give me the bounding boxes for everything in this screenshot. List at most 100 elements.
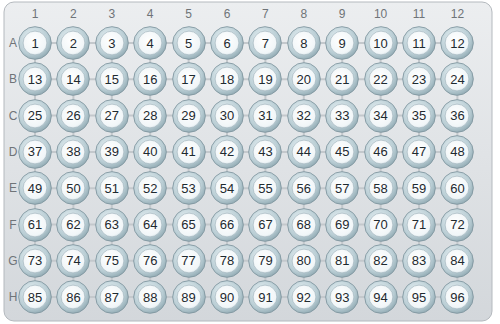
well-ring: [211, 136, 244, 169]
well-number: 53: [172, 171, 206, 205]
well-number: 95: [402, 280, 436, 314]
well-number: 4: [133, 26, 167, 60]
well-ring: [403, 63, 436, 96]
well-circle: 86: [56, 280, 90, 314]
well-number: 13: [18, 62, 52, 96]
well-ring: [249, 99, 282, 132]
well-circle: 57: [325, 171, 359, 205]
row-letter: D: [9, 145, 18, 159]
well-ring: [249, 244, 282, 277]
well-ring: [249, 63, 282, 96]
well-ring: [172, 136, 205, 169]
well-number: 9: [325, 26, 359, 60]
well-circle: 42: [210, 135, 244, 169]
well-number: 59: [402, 171, 436, 205]
well-ring: [364, 27, 397, 60]
well-ring: [441, 136, 474, 169]
well-circle: 52: [133, 171, 167, 205]
well-number: 82: [364, 244, 398, 278]
well-circle: 56: [287, 171, 321, 205]
row-letter: C: [9, 109, 18, 123]
well-number: 18: [210, 62, 244, 96]
well-circle: 78: [210, 244, 244, 278]
well-number: 74: [56, 244, 90, 278]
well-ring: [172, 172, 205, 205]
well-ring: [95, 281, 128, 314]
well-number: 27: [95, 99, 129, 133]
well-ring: [364, 172, 397, 205]
row-letter: E: [9, 181, 17, 195]
well-number: 10: [364, 26, 398, 60]
well-number: 79: [248, 244, 282, 278]
well-circle: 14: [56, 62, 90, 96]
well-number: 3: [95, 26, 129, 60]
well-ring: [134, 99, 167, 132]
well-circle: 65: [172, 208, 206, 242]
well-circle: 55: [248, 171, 282, 205]
well-number: 29: [172, 99, 206, 133]
well-ring: [134, 136, 167, 169]
well-number: 41: [172, 135, 206, 169]
well-circle: 13: [18, 62, 52, 96]
well-circle: 96: [440, 280, 474, 314]
well-ring: [249, 172, 282, 205]
row-letter: G: [8, 254, 17, 268]
well-circle: 16: [133, 62, 167, 96]
well-number: 45: [325, 135, 359, 169]
well-number: 7: [248, 26, 282, 60]
well-circle: 34: [364, 99, 398, 133]
well-ring: [287, 99, 320, 132]
well-ring: [326, 27, 359, 60]
row-letter: H: [9, 290, 18, 304]
well-ring: [211, 172, 244, 205]
well-circle: 76: [133, 244, 167, 278]
row-letter: A: [9, 36, 17, 50]
well-ring: [57, 281, 90, 314]
well-ring: [403, 136, 436, 169]
well-circle: 32: [287, 99, 321, 133]
well-ring: [211, 208, 244, 241]
well-ring: [57, 136, 90, 169]
well-number: 34: [364, 99, 398, 133]
well-circle: 62: [56, 208, 90, 242]
well-circle: 4: [133, 26, 167, 60]
well-circle: 67: [248, 208, 282, 242]
well-number: 64: [133, 208, 167, 242]
well-number: 81: [325, 244, 359, 278]
well-number: 38: [56, 135, 90, 169]
well-number: 73: [18, 244, 52, 278]
column-number: 6: [224, 7, 231, 21]
well-ring: [172, 244, 205, 277]
column-number: 8: [300, 7, 307, 21]
well-circle: 88: [133, 280, 167, 314]
well-circle: 82: [364, 244, 398, 278]
column-number: 11: [413, 7, 425, 21]
well-circle: 2: [56, 26, 90, 60]
well-circle: 3: [95, 26, 129, 60]
well-ring: [326, 244, 359, 277]
well-ring: [134, 281, 167, 314]
well-circle: 92: [287, 280, 321, 314]
well-circle: 66: [210, 208, 244, 242]
well-number: 14: [56, 62, 90, 96]
well-circle: 46: [364, 135, 398, 169]
well-number: 78: [210, 244, 244, 278]
well-circle: 8: [287, 26, 321, 60]
well-number: 57: [325, 171, 359, 205]
well-number: 68: [287, 208, 321, 242]
well-number: 43: [248, 135, 282, 169]
well-circle: 47: [402, 135, 436, 169]
well-circle: 79: [248, 244, 282, 278]
well-number: 22: [364, 62, 398, 96]
well-number: 67: [248, 208, 282, 242]
well-ring: [134, 208, 167, 241]
well-ring: [287, 281, 320, 314]
well-circle: 83: [402, 244, 436, 278]
well-number: 84: [440, 244, 474, 278]
well-number: 2: [56, 26, 90, 60]
well-ring: [441, 27, 474, 60]
well-number: 32: [287, 99, 321, 133]
well-ring: [172, 27, 205, 60]
well-ring: [287, 63, 320, 96]
